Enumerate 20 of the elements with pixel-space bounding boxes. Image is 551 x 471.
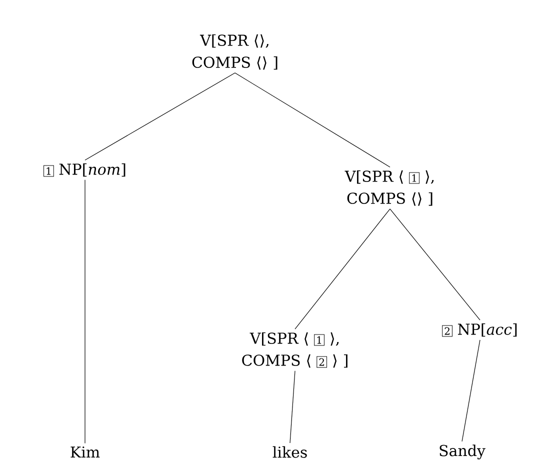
tree-node-label: V[SPR ⟨ 1 ⟩, COMPS ⟨ 2 ⟩ ] xyxy=(242,332,348,368)
tree-node-label: Sandy xyxy=(440,444,486,460)
tree-node-label: Kim xyxy=(70,446,100,458)
tag-box: 2 xyxy=(316,356,328,368)
tag-box: 1 xyxy=(408,172,420,184)
tree-node-label: 1 NP[nom] xyxy=(43,163,126,177)
tree-branch xyxy=(84,72,236,160)
tree-node-label: V[SPR ⟨⟩, COMPS ⟨⟩ ] xyxy=(192,34,278,70)
tree-node-label: 2 NP[acc] xyxy=(442,323,517,337)
tree-node-label: likes xyxy=(272,446,307,458)
tag-box: 1 xyxy=(314,334,325,346)
tree-branch xyxy=(390,208,480,320)
tree-branch xyxy=(294,208,390,330)
tree-branch xyxy=(462,340,480,442)
tree-branch xyxy=(84,180,86,444)
tree-branch xyxy=(290,370,296,444)
tree-node-label: V[SPR ⟨ 1 ⟩, COMPS ⟨⟩ ] xyxy=(344,170,434,206)
tag-box: 2 xyxy=(442,325,453,337)
tree-branch xyxy=(234,72,390,168)
tag-box: 1 xyxy=(43,165,54,177)
